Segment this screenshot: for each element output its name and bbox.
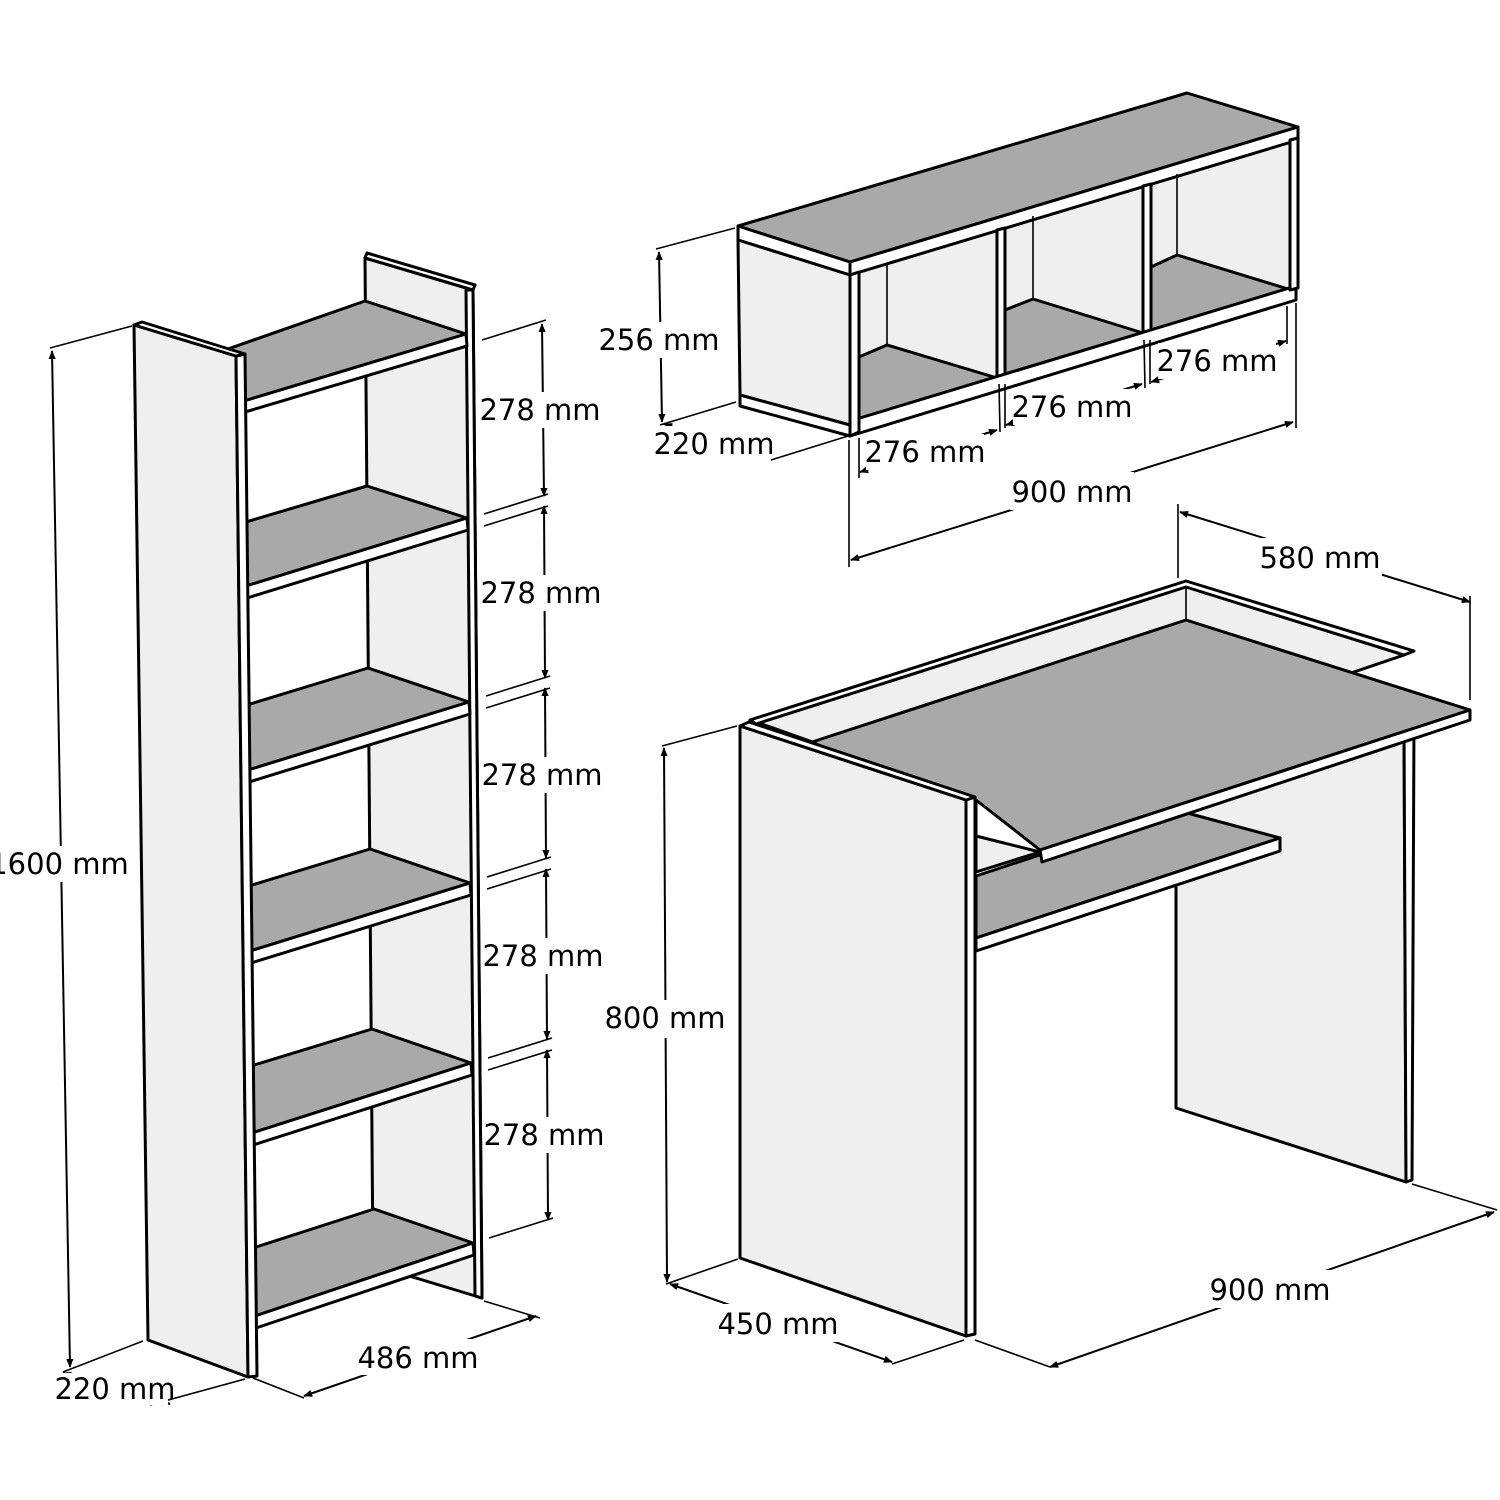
desk: 580 mm 800 mm 450 mm 900 mm [604,504,1498,1368]
bookcase-right-side [464,288,484,1300]
desk-height-label: 800 mm [604,1001,725,1035]
bookcase-shelf-gap-4: 278 mm [482,939,603,973]
desk-side-depth-label: 450 mm [717,1307,838,1341]
desk-width-label: 900 mm [1209,1273,1330,1307]
bookcase-shelf-gap-1: 278 mm [479,393,600,427]
wall-shelf-right-side [1288,136,1300,292]
bookcase-shelves [223,299,476,1330]
bookcase-height-label: 1600 mm [0,847,129,881]
wall-shelf-compartment-3: 276 mm [1156,344,1277,378]
wall-shelf-left-front-edge [848,270,861,438]
bookcase-shelf-gap-dimensions: 278 mm 278 mm 278 mm 278 mm 278 mm [479,319,605,1239]
bookcase-shelf-gap-2: 278 mm [480,576,601,610]
desk-right-leg-front-edge [1402,720,1416,1184]
wall-shelf-left-bottom-edge [738,393,852,438]
bookcase-left-side-top-edge [132,320,247,358]
desk-depth-label: 580 mm [1259,541,1380,575]
bookcase: 1600 mm 220 mm 486 mm [0,251,605,1406]
wall-shelf-width-label: 900 mm [1011,475,1132,509]
desk-left-leg-front-edge [964,795,977,1338]
wall-shelf: 256 mm 220 mm 276 mm 276 mm 276 mm 900 m… [598,91,1300,567]
bookcase-back-panel [363,256,484,1300]
desk-left-leg-top-edge [738,720,977,802]
desk-left-leg [738,724,968,1338]
wall-shelf-depth-label: 220 mm [653,427,774,461]
bookcase-shelf-gap-5: 278 mm [483,1118,604,1152]
desk-top-front-edge [1038,708,1472,864]
bookcase-width-label: 486 mm [357,1341,478,1375]
wall-shelf-compartment-2: 276 mm [1011,390,1132,424]
wall-shelf-height-label: 256 mm [598,323,719,357]
bookcase-left-side-panel [132,323,250,1379]
bookcase-shelf-gap-3: 278 mm [481,758,602,792]
bookcase-depth-label: 220 mm [54,1372,175,1406]
bookcase-back-edge [363,251,477,292]
wall-shelf-compartment-1: 276 mm [864,435,985,469]
